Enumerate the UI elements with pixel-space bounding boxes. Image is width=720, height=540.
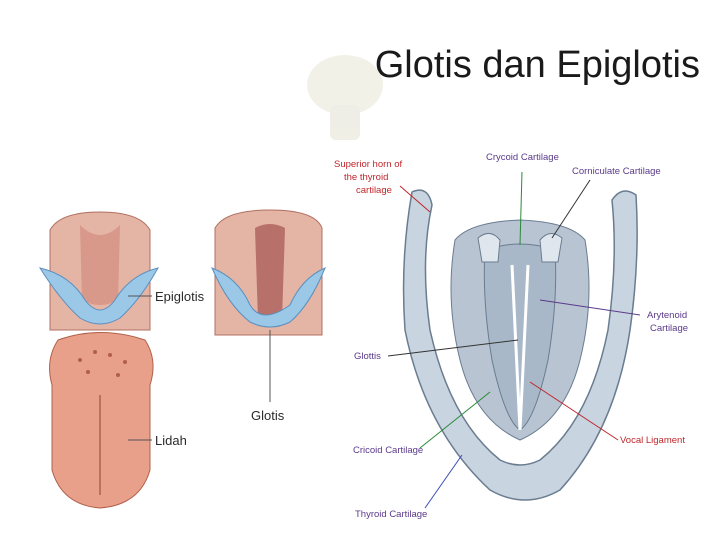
label-thyroid: Thyroid Cartilage — [355, 509, 427, 520]
label-vocal-ligament: Vocal Ligament — [620, 435, 685, 446]
label-glottis: Glottis — [354, 351, 381, 362]
glottis-leader — [387, 339, 519, 357]
superior-horn-leader — [399, 185, 431, 213]
page-title: Glotis dan Epiglotis — [374, 44, 700, 86]
thyroid-leader — [424, 454, 463, 509]
background-larynx-image — [307, 55, 383, 140]
label-superior-horn-3: cartilage — [356, 185, 392, 196]
corniculate-leader — [551, 179, 591, 239]
crycoid-leader — [519, 171, 523, 246]
label-arytenoid-1: Arytenoid — [647, 310, 687, 321]
tongue-epiglottis-illustration — [38, 211, 160, 509]
label-crycoid: Crycoid Cartilage — [486, 152, 559, 163]
label-cricoid: Cricoid Cartilage — [353, 445, 423, 456]
larynx-cartilage-illustration — [402, 189, 638, 501]
label-corniculate: Corniculate Cartilage — [572, 166, 661, 177]
label-arytenoid-2: Cartilage — [650, 323, 688, 334]
label-epiglotis: Epiglotis — [155, 289, 205, 304]
label-lidah: Lidah — [155, 433, 187, 448]
arytenoid-leader — [539, 299, 641, 316]
cricoid-leader — [419, 391, 491, 449]
label-superior-horn-2: the thyroid — [344, 172, 388, 183]
label-glotis: Glotis — [251, 408, 285, 423]
vocal-ligament-leader — [529, 381, 619, 441]
label-superior-horn-1: Superior horn of — [334, 159, 402, 170]
glottis-illustration — [211, 209, 326, 336]
